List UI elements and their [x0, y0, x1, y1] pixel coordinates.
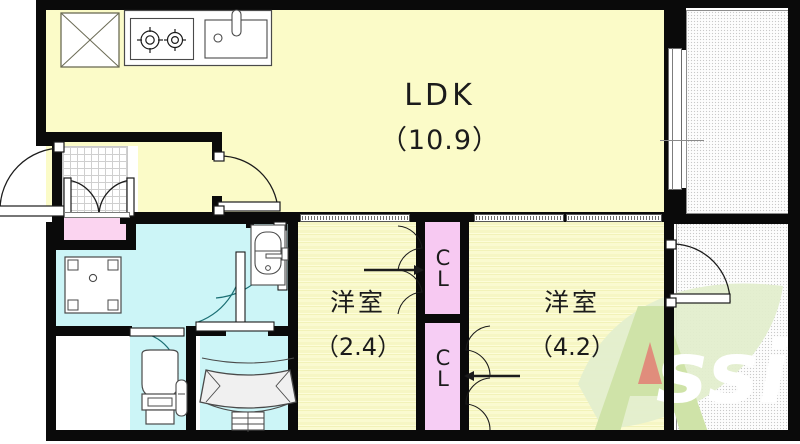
- wall-toilet-right: [186, 326, 196, 440]
- service-balcony-door[interactable]: [665, 239, 738, 308]
- wall-balcony-top: [674, 0, 800, 8]
- bathtub-icon: [199, 356, 297, 432]
- wall-closet-right: [460, 222, 469, 440]
- sliding-door-hatch-1: [302, 216, 408, 220]
- bathroom-door[interactable]: [195, 250, 282, 332]
- sliding-door-handle-mark: [660, 140, 704, 141]
- sliding-door-track-line: [672, 48, 673, 190]
- wall-closet-left: [416, 222, 425, 440]
- refrigerator-icon: [60, 12, 120, 68]
- closet-upper-label-l: L: [437, 267, 449, 291]
- wall-hall-right-stub: [212, 132, 222, 160]
- wall-shoe-bottom: [56, 240, 134, 250]
- bedroom-small-floor: [296, 214, 422, 438]
- closet-lower-floor: [424, 322, 462, 438]
- wall-balcony-bottom: [674, 214, 800, 224]
- wash-basin-icon: [250, 224, 292, 286]
- ldk-balcony-sliding-door[interactable]: [668, 48, 682, 190]
- wall-washroom-bottom: [56, 326, 132, 336]
- sink-with-faucet-icon: [204, 8, 268, 60]
- wall-bath-top-right: [268, 326, 296, 336]
- bedroom-small-area-label: （2.4）: [314, 333, 402, 361]
- shoe-closet-door[interactable]: [64, 212, 130, 218]
- wall-genkan-left: [52, 136, 62, 222]
- bedroom-large-floor: [468, 214, 674, 438]
- wall-shoe-left: [56, 212, 64, 246]
- wall-balcony-right: [788, 0, 800, 222]
- closet-lower-label-c: C: [435, 346, 451, 370]
- wall-closet-divider: [424, 314, 462, 323]
- washing-machine-icon: [64, 256, 122, 314]
- wall-bottom: [46, 430, 674, 441]
- toilet-icon: [136, 349, 188, 432]
- wall-top: [36, 0, 682, 10]
- sliding-door-hatch-3: [568, 216, 660, 220]
- ldk-label: LDK: [404, 78, 476, 113]
- closet-lower-label-l: L: [437, 367, 449, 391]
- closet-upper-floor: [424, 222, 462, 316]
- bedroom-small-label: 洋室: [329, 288, 386, 317]
- sliding-door-hatch-2: [476, 216, 562, 220]
- wall-shoe-right: [126, 212, 136, 250]
- bedroom-large-label: 洋室: [543, 288, 600, 317]
- wall-hall-top: [46, 132, 222, 142]
- wall-service-balcony-bottom: [674, 430, 800, 441]
- two-burner-stove-icon: [129, 17, 195, 61]
- wall-left-upper: [36, 0, 46, 142]
- bedroom-large-area-label: （4.2）: [528, 333, 616, 361]
- closet-upper-folding-door[interactable]: [364, 224, 426, 316]
- wall-service-balcony-right: [788, 222, 800, 441]
- wall-pier-upper: [664, 0, 686, 50]
- wall-ldk-bottom-left: [120, 212, 290, 224]
- closet-upper-label-c: C: [435, 246, 451, 270]
- closet-lower-folding-door[interactable]: [462, 324, 520, 434]
- balcony-area: [686, 10, 790, 214]
- wall-left-lower: [46, 222, 56, 440]
- hall-to-ldk-door[interactable]: [213, 151, 288, 218]
- ldk-area-label: （10.9）: [379, 125, 501, 156]
- wall-vanity-stub: [246, 222, 254, 228]
